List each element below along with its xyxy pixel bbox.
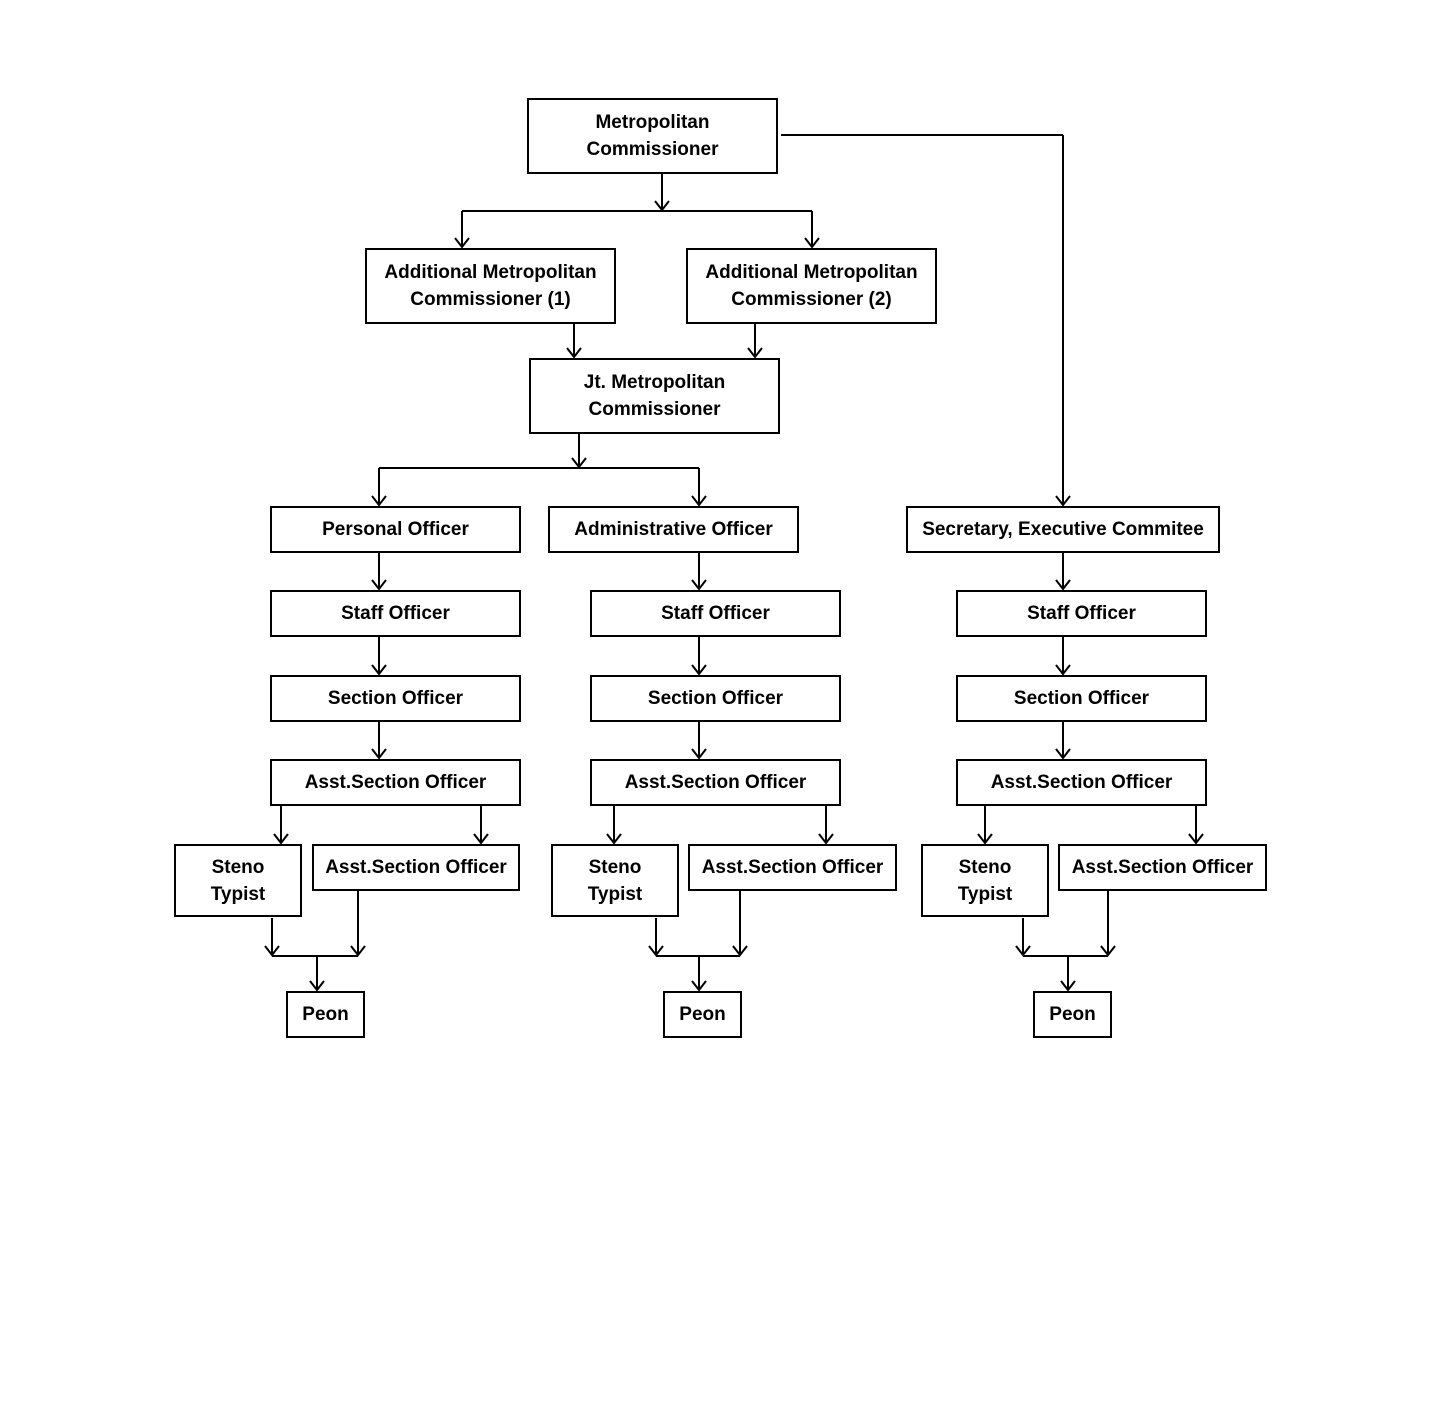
arrowhead — [273, 833, 289, 845]
arrowhead — [1060, 980, 1076, 992]
arrowhead — [1055, 579, 1071, 591]
node-label-line1: Additional Metropolitan — [384, 262, 597, 283]
node-label-line1: Metropolitan — [595, 112, 710, 133]
arrowhead — [454, 237, 470, 249]
node-label: Administrative Officer — [574, 519, 773, 540]
node-label: Asst.Section Officer — [325, 857, 507, 878]
node-metropolitan-commissioner: Metropolitan Commissioner — [527, 98, 778, 174]
arrowhead — [371, 495, 387, 507]
node-peon-1: Peon — [286, 991, 365, 1038]
node-label: Section Officer — [1013, 688, 1150, 709]
node-label: Peon — [1049, 1004, 1096, 1025]
arrowhead — [818, 833, 834, 845]
arrowhead — [566, 347, 582, 359]
node-staff-officer-2: Staff Officer — [590, 590, 841, 637]
node-label-line1: Steno — [211, 856, 265, 878]
arrowhead — [691, 664, 707, 676]
node-label: Asst.Section Officer — [701, 857, 884, 878]
node-label: Section Officer — [327, 688, 464, 709]
arrowhead — [691, 748, 707, 760]
node-label: Secretary, Executive Commitee — [922, 519, 1204, 540]
node-label: Section Officer — [647, 688, 784, 709]
node-label-line1: Steno — [958, 856, 1012, 878]
node-label: Peon — [302, 1004, 349, 1025]
node-label-line1: Jt. Metropolitan — [583, 372, 726, 393]
node-label: Staff Officer — [1027, 603, 1136, 624]
arrowhead — [371, 579, 387, 591]
node-jt-metropolitan-commissioner: Jt. Metropolitan Commissioner — [529, 358, 780, 434]
arrowhead — [606, 833, 622, 845]
node-personal-officer: Personal Officer — [270, 506, 521, 553]
node-asst-section-officer-3b: Asst.Section Officer — [1058, 844, 1267, 891]
node-label: Asst.Section Officer — [624, 772, 807, 793]
node-label-line2: Typist — [957, 883, 1013, 905]
arrowhead — [473, 833, 489, 845]
node-asst-section-officer-2b: Asst.Section Officer — [688, 844, 897, 891]
node-label-line2: Typist — [587, 883, 643, 905]
arrowhead — [747, 347, 763, 359]
node-peon-2: Peon — [663, 991, 742, 1038]
node-label-line2: Commissioner (1) — [410, 289, 571, 310]
arrowhead — [309, 980, 325, 992]
node-label-line2: Commissioner — [588, 399, 721, 420]
node-label: Staff Officer — [341, 603, 450, 624]
node-additional-commissioner-1: Additional Metropolitan Commissioner (1) — [365, 248, 616, 324]
node-label-line1: Steno — [588, 856, 642, 878]
node-label-line1: Additional Metropolitan — [705, 262, 918, 283]
arrowhead — [691, 579, 707, 591]
node-label: Asst.Section Officer — [1071, 857, 1254, 878]
arrowhead — [691, 495, 707, 507]
arrowhead — [977, 833, 993, 845]
node-label: Peon — [679, 1004, 726, 1025]
arrowhead — [371, 664, 387, 676]
node-steno-typist-1: Steno Typist — [174, 844, 302, 917]
arrowhead — [1188, 833, 1204, 845]
arrowhead — [1055, 664, 1071, 676]
node-label-line2: Commissioner — [586, 139, 719, 160]
node-asst-section-officer-1: Asst.Section Officer — [270, 759, 521, 806]
node-label-line2: Typist — [210, 883, 266, 905]
node-asst-section-officer-1b: Asst.Section Officer — [312, 844, 520, 891]
arrowhead — [1055, 748, 1071, 760]
arrowhead — [804, 237, 820, 249]
node-label: Asst.Section Officer — [990, 772, 1173, 793]
node-peon-3: Peon — [1033, 991, 1112, 1038]
arrowhead — [691, 980, 707, 992]
node-staff-officer-3: Staff Officer — [956, 590, 1207, 637]
node-administrative-officer: Administrative Officer — [548, 506, 799, 553]
node-label: Personal Officer — [322, 519, 469, 540]
node-label: Asst.Section Officer — [304, 772, 487, 793]
node-staff-officer-1: Staff Officer — [270, 590, 521, 637]
node-additional-commissioner-2: Additional Metropolitan Commissioner (2) — [686, 248, 937, 324]
node-secretary-executive-committee: Secretary, Executive Commitee — [906, 506, 1220, 553]
node-label-line2: Commissioner (2) — [731, 289, 892, 310]
arrowhead — [371, 748, 387, 760]
node-asst-section-officer-3: Asst.Section Officer — [956, 759, 1207, 806]
node-steno-typist-2: Steno Typist — [551, 844, 679, 917]
node-label: Staff Officer — [661, 603, 770, 624]
node-steno-typist-3: Steno Typist — [921, 844, 1049, 917]
arrowhead — [1055, 495, 1071, 507]
node-section-officer-1: Section Officer — [270, 675, 521, 722]
node-section-officer-2: Section Officer — [590, 675, 841, 722]
node-section-officer-3: Section Officer — [956, 675, 1207, 722]
node-asst-section-officer-2: Asst.Section Officer — [590, 759, 841, 806]
